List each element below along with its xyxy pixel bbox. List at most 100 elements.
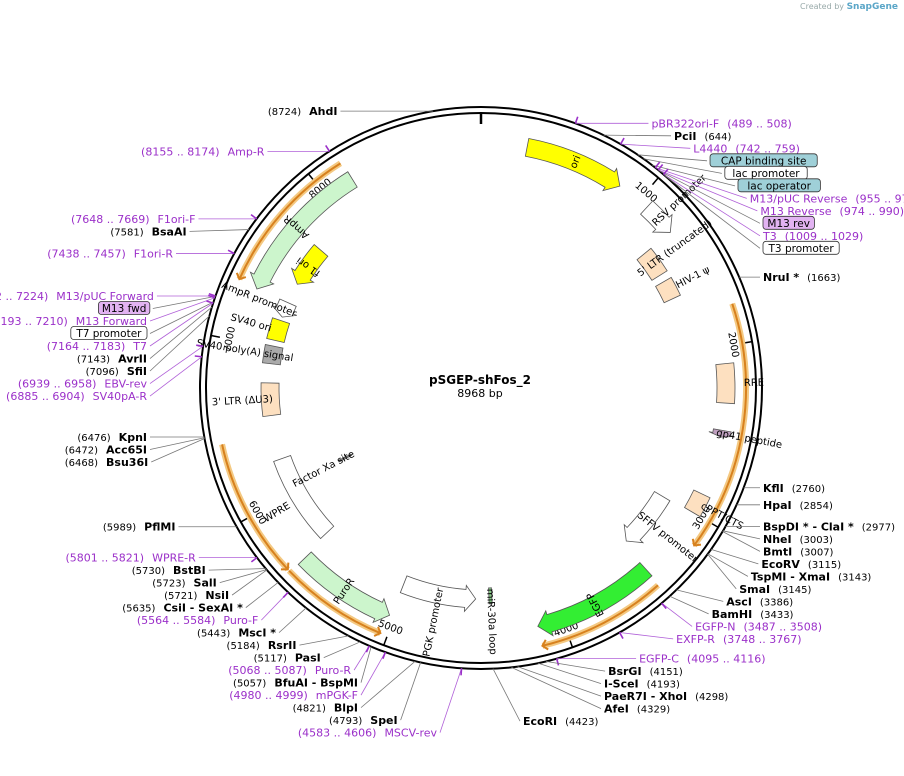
primer-egfp-n[interactable]: EGFP-N(3487 .. 3508) <box>695 620 822 633</box>
primer-mpgk-f[interactable]: (4980 .. 4999)mPGK-F <box>229 689 358 702</box>
primer-pbr322ori-f[interactable]: pBR322ori-F(489 .. 508) <box>651 117 791 130</box>
restriction-site-ahdi[interactable]: (8724)AhdI <box>268 105 338 118</box>
feature-tag-m13-fwd[interactable]: M13 fwd <box>98 301 151 316</box>
tick-mark-7000 <box>210 334 221 338</box>
leader-site-ecorv <box>710 548 759 565</box>
restriction-site-kfli[interactable]: KflI(2760) <box>763 482 825 495</box>
restriction-site-hpai[interactable]: HpaI(2854) <box>763 499 833 512</box>
feature-puror[interactable] <box>297 551 391 624</box>
leader-box-t7-promoter <box>149 301 214 334</box>
restriction-site-bfuai-bspmi[interactable]: (5057)BfuAI - BspMI <box>233 677 358 690</box>
restriction-site-pflmi[interactable]: (5989)PflMI <box>103 521 176 534</box>
feature-sffv-promoter[interactable] <box>623 490 671 544</box>
primer-ebv-rev[interactable]: (6939 .. 6958)EBV-rev <box>18 378 148 391</box>
primer-puro-r[interactable]: (5068 .. 5087)Puro-R <box>228 664 351 677</box>
restriction-site-asci[interactable]: AscI(3386) <box>726 595 793 608</box>
primer-amp-r[interactable]: (8155 .. 8174)Amp-R <box>141 145 265 158</box>
label-text-sfii: (7096)SfiI <box>86 365 147 378</box>
restriction-site-bspdi-clai[interactable]: BspDI * - ClaI *(2977) <box>763 520 895 533</box>
leader-site-bsaai <box>189 229 249 232</box>
leader-primer-exfp-r <box>619 632 674 640</box>
restriction-site-smai[interactable]: SmaI(3145) <box>739 583 811 596</box>
primer-m13-reverse[interactable]: M13 Reverse(974 .. 990) <box>760 205 904 218</box>
feature-tag-m13-rev[interactable]: M13 rev <box>762 215 815 230</box>
orange-arc-1 <box>693 303 747 547</box>
restriction-site-bsrgi[interactable]: BsrGI(4151) <box>608 665 683 678</box>
restriction-site-avrii[interactable]: (7143)AvrII <box>77 353 147 366</box>
orange-arc-head-4 <box>280 562 290 571</box>
primer-t3[interactable]: T3(1009 .. 1029) <box>762 230 863 243</box>
label-text-m13-puc-forward: (7202 .. 7224)M13/pUC Forward <box>0 290 154 303</box>
feature-rre[interactable] <box>715 362 736 405</box>
orange-arc-head-0 <box>235 272 247 281</box>
restriction-site-bamhi[interactable]: BamHI(3433) <box>712 608 794 621</box>
restriction-site-bmti[interactable]: BmtI(3007) <box>763 545 834 558</box>
feature-gp41-peptide[interactable] <box>708 428 735 438</box>
leader-site-tspmi-xmai <box>707 553 749 577</box>
restriction-site-paer7i-xhoi[interactable]: PaeR7I - XhoI(4298) <box>604 690 728 703</box>
feature-mir-30a-loop[interactable] <box>488 587 493 605</box>
primer-egfp-c[interactable]: EGFP-C(4095 .. 4116) <box>639 653 765 666</box>
restriction-site-sfii[interactable]: (7096)SfiI <box>86 365 147 378</box>
restriction-site-tspmi-xmai[interactable]: TspMI - XmaI(3143) <box>751 570 872 583</box>
restriction-site-bstbi[interactable]: (5730)BstBI <box>132 564 206 577</box>
feature-wpre[interactable] <box>273 454 335 540</box>
primer-sv40pa-r[interactable]: (6885 .. 6904)SV40pA-R <box>6 390 147 403</box>
primer-exfp-r[interactable]: EXFP-R(3748 .. 3767) <box>676 633 801 646</box>
restriction-site-csii-sexai[interactable]: (5635)CsiI - SexAI * <box>122 602 243 615</box>
feature-ori[interactable] <box>524 138 621 192</box>
primer-f1ori-f[interactable]: (7648 .. 7669)F1ori-F <box>71 213 196 226</box>
restriction-site-blpi[interactable]: (4821)BlpI <box>293 702 358 715</box>
restriction-site-bsu36i[interactable]: (6468)Bsu36I <box>65 456 148 469</box>
restriction-site-sali[interactable]: (5723)SalI <box>152 577 216 590</box>
feature-5-ltr-truncated[interactable] <box>636 247 668 281</box>
tag-text-lac-operator: lac operator <box>747 180 811 192</box>
feature-tag-lac-promoter[interactable]: lac promoter <box>724 165 808 180</box>
restriction-site-msci[interactable]: (5443)MscI * <box>197 627 276 640</box>
restriction-site-i-scei[interactable]: I-SceI(4193) <box>604 678 680 691</box>
feature-rsv-promoter[interactable] <box>640 200 673 233</box>
feature-factor-xa-site[interactable] <box>337 453 353 463</box>
feature-tag-t3-promoter[interactable]: T3 promoter <box>762 240 840 255</box>
feature-cppt-cts[interactable] <box>683 489 711 518</box>
feature-pgk-promoter[interactable] <box>399 575 477 613</box>
restriction-site-nsii[interactable]: (5721)NsiI <box>164 589 229 602</box>
primer-m13-forward[interactable]: (7193 .. 7210)M13 Forward <box>0 315 147 328</box>
primer-puro-f[interactable]: (5564 .. 5584)Puro-F <box>137 614 259 627</box>
feature-hiv-1[interactable] <box>655 276 681 304</box>
primer-mscv-rev[interactable]: (4583 .. 4606)MSCV-rev <box>298 727 438 740</box>
label-text-tspmi-xmai: TspMI - XmaI(3143) <box>751 570 872 583</box>
leader-site-sfii <box>149 315 210 372</box>
restriction-site-pcii[interactable]: PciI(644) <box>674 130 731 143</box>
restriction-site-bsaai[interactable]: (7581)BsaAI <box>110 225 186 238</box>
primer-mark-t3 <box>662 168 669 175</box>
feature-tag-lac-operator[interactable]: lac operator <box>737 178 821 193</box>
feature-ampr[interactable] <box>249 171 358 290</box>
restriction-site-ecori[interactable]: EcoRI(4423) <box>523 715 599 728</box>
primer-m13-puc-reverse[interactable]: M13/pUC Reverse(955 .. 977) <box>750 192 904 205</box>
feature-tag-cap-binding-site[interactable]: CAP binding site <box>709 153 818 168</box>
restriction-site-acc65i[interactable]: (6472)Acc65I <box>65 443 147 456</box>
label-text-msci: (5443)MscI * <box>197 627 276 640</box>
feature-sv40-poly-a-signal[interactable] <box>262 344 284 366</box>
restriction-site-ecorv[interactable]: EcoRV(3115) <box>761 558 841 571</box>
orange-arc-head-1 <box>691 538 702 547</box>
feature-f1-ori[interactable] <box>290 243 329 285</box>
feature-sv40-ori[interactable] <box>266 317 291 344</box>
feature-3-ltr-u3[interactable] <box>260 382 282 418</box>
restriction-site-rsrii[interactable]: (5184)RsrII <box>227 639 297 652</box>
restriction-site-nrui[interactable]: NruI *(1663) <box>763 271 840 284</box>
feature-egfp[interactable] <box>537 561 653 637</box>
restriction-site-afei[interactable]: AfeI(4329) <box>604 703 670 716</box>
feature-ampr-promoter[interactable] <box>272 298 297 318</box>
primer-m13-puc-forward[interactable]: (7202 .. 7224)M13/pUC Forward <box>0 290 154 303</box>
restriction-site-kpni[interactable]: (6476)KpnI <box>77 431 147 444</box>
primer-l4440[interactable]: L4440(742 .. 759) <box>693 142 800 155</box>
primer-t7[interactable]: (7164 .. 7183)T7 <box>47 340 147 353</box>
primer-wpre-r[interactable]: (5801 .. 5821)WPRE-R <box>66 552 197 565</box>
restriction-site-spei[interactable]: (4793)SpeI <box>329 714 398 727</box>
feature-tag-t7-promoter[interactable]: T7 promoter <box>70 326 148 341</box>
primer-f1ori-r[interactable]: (7438 .. 7457)F1ori-R <box>47 248 173 261</box>
restriction-site-pasi[interactable]: (5117)PasI <box>254 652 321 665</box>
restriction-site-nhei[interactable]: NheI(3003) <box>763 533 833 546</box>
